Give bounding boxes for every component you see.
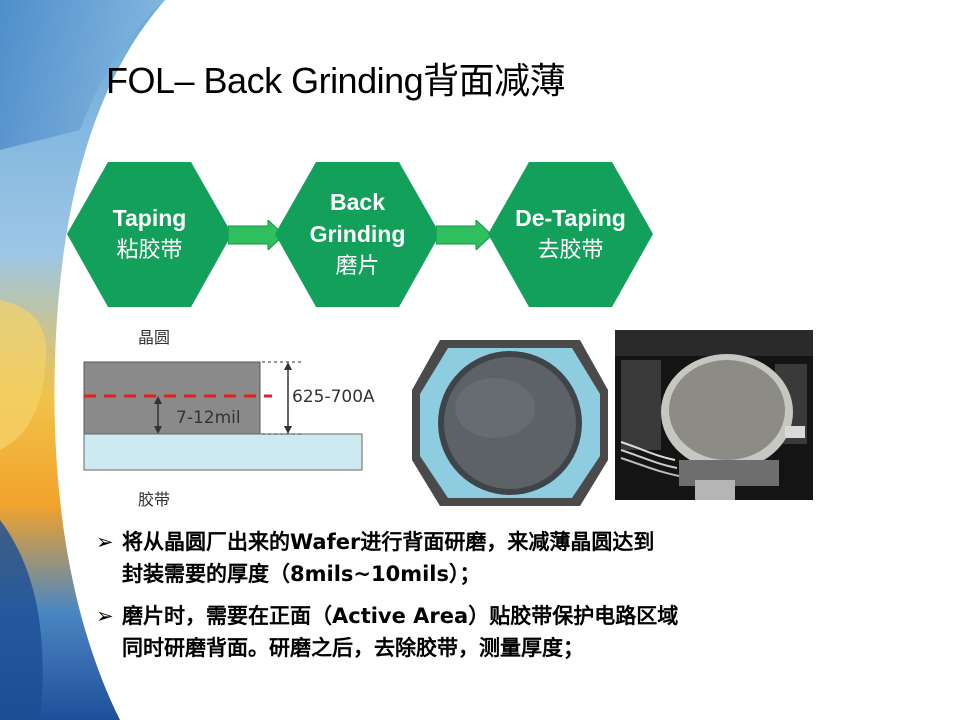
hexagon-shape	[67, 162, 232, 307]
bullet-arrow-icon: ➢	[96, 530, 114, 554]
bullet-item: ➢ 磨片时，需要在正面（Active Area）贴胶带保护电路区域 同时研磨背面…	[96, 600, 856, 664]
slide-title: FOL– Back Grinding背面减薄	[106, 60, 566, 101]
step-back-grinding: Back Grinding 磨片	[275, 162, 440, 307]
wafer-label: 晶圆	[138, 328, 171, 347]
bullet-line-1: 将从晶圆厂出来的Wafer进行背面研磨，来减薄晶圆达到	[122, 530, 655, 554]
removed-thickness-label: 7-12mil	[176, 408, 241, 428]
tape-label: 胶带	[138, 490, 171, 509]
step-label-en-2: Grinding	[309, 221, 406, 247]
hexagon-shape	[488, 162, 653, 307]
step-de-taping: De-Taping 去胶带	[488, 162, 653, 307]
step-label-cn: 去胶带	[537, 237, 604, 262]
step-label-en: Back	[330, 189, 385, 215]
step-taping: Taping 粘胶带	[67, 162, 232, 307]
bullet-item: ➢ 将从晶圆厂出来的Wafer进行背面研磨，来减薄晶圆达到 封装需要的厚度（8m…	[96, 526, 856, 590]
grinding-machine-photo	[615, 330, 813, 500]
step-label-cn: 粘胶带	[116, 237, 183, 262]
bullet-line-2: 同时研磨背面。研磨之后，去除胶带，测量厚度；	[122, 636, 584, 660]
hexagon-shape	[275, 162, 440, 307]
step-label-en: Taping	[112, 205, 187, 231]
arrow-right-icon	[228, 220, 284, 250]
total-thickness-label: 625-700A	[292, 387, 375, 407]
arrow-right-icon	[436, 220, 492, 250]
bullet-arrow-icon: ➢	[96, 604, 114, 628]
bullet-line-2: 封装需要的厚度（8mils~10mils）；	[122, 562, 481, 586]
wafer-frame-photo	[410, 330, 610, 508]
step-label-cn: 磨片	[335, 253, 380, 278]
bullet-line-1: 磨片时，需要在正面（Active Area）贴胶带保护电路区域	[122, 604, 679, 628]
step-label-en: De-Taping	[515, 205, 626, 231]
bullet-list: ➢ 将从晶圆厂出来的Wafer进行背面研磨，来减薄晶圆达到 封装需要的厚度（8m…	[96, 526, 856, 674]
